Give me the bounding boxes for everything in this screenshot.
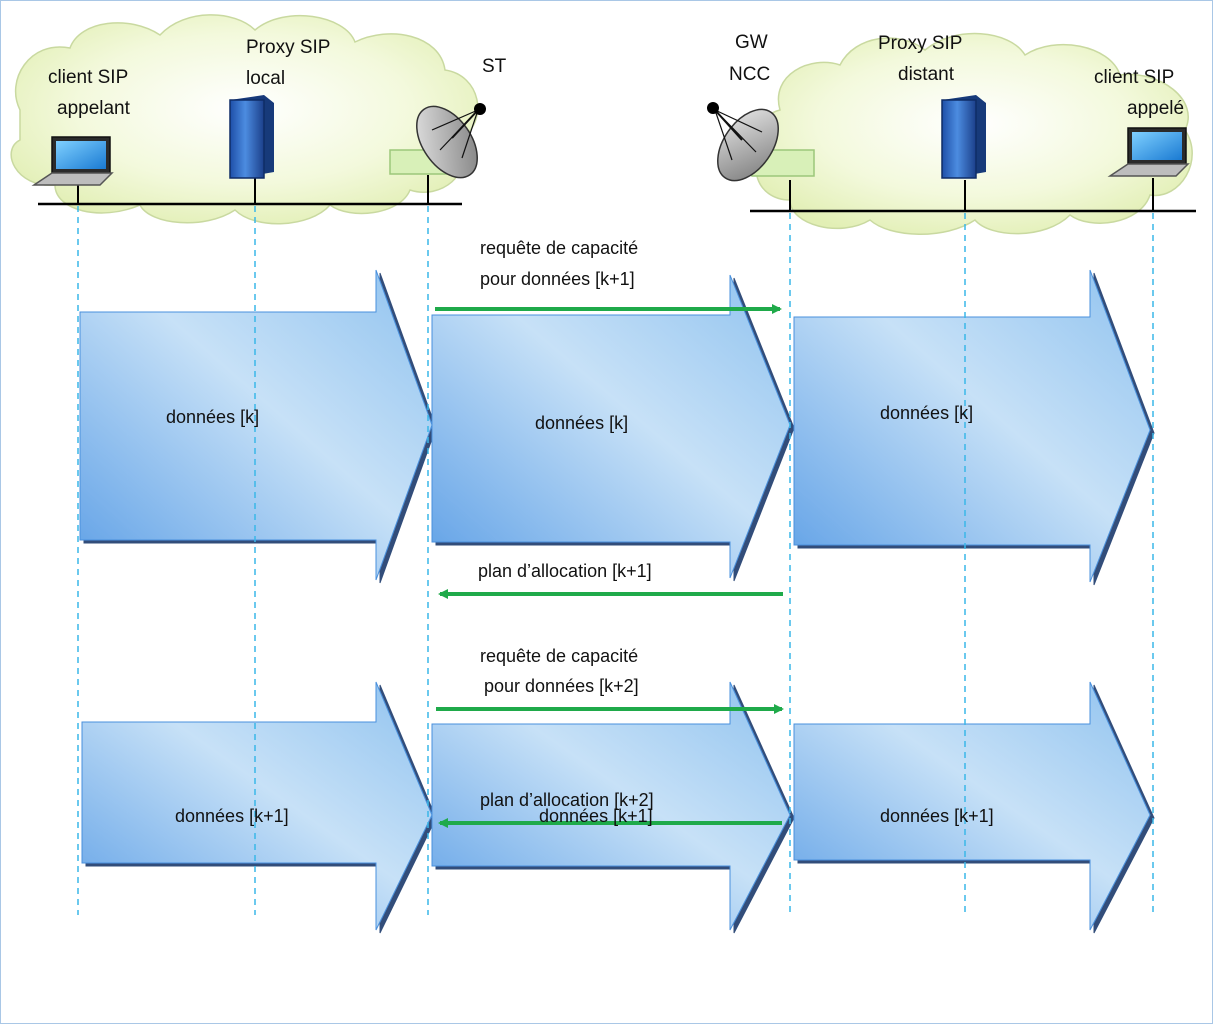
data-block-row2-right	[793, 681, 1151, 931]
plan2-label: plan d’allocation [k+2]	[480, 790, 654, 810]
callee-laptop-icon	[1107, 127, 1190, 177]
caller-label-line1: client SIP	[48, 67, 128, 88]
proxy-local-label-line2: local	[246, 68, 285, 89]
data-label-row1-mid: données [k]	[535, 413, 628, 433]
proxy-remote-label-line2: distant	[898, 64, 955, 85]
request1-label-line2: pour données [k+1]	[480, 269, 635, 289]
proxy-local-label-line1: Proxy SIP	[246, 37, 330, 58]
data-label-row1-right: données [k]	[880, 403, 973, 423]
callee-label-line2: appelé	[1127, 98, 1184, 119]
proxy-remote-label-line1: Proxy SIP	[878, 33, 962, 54]
request2-label-line2: pour données [k+2]	[484, 676, 639, 696]
caller-laptop-icon	[31, 136, 114, 186]
caller-label-line2: appelant	[57, 98, 131, 119]
local-proxy-server-icon	[229, 95, 274, 179]
st-satellite-dish-icon	[416, 103, 486, 179]
data-block-row2-mid	[431, 681, 791, 931]
data-label-row2-mid: données [k+1]	[539, 806, 653, 826]
gw-label-line2: NCC	[729, 64, 770, 85]
remote-proxy-server-icon	[941, 95, 986, 179]
data-block-row1-right	[793, 269, 1151, 583]
message-arrows	[435, 304, 784, 828]
data-block-row2-left	[81, 681, 433, 931]
plan1-label: plan d’allocation [k+1]	[478, 561, 652, 581]
data-block-row1-left	[79, 269, 433, 581]
data-label-row2-left: données [k+1]	[175, 806, 289, 826]
callee-label-line1: client SIP	[1094, 67, 1174, 88]
data-label-row1-left: données [k]	[166, 407, 259, 427]
request2-label-line1: requête de capacité	[480, 646, 638, 666]
bus-drops	[77, 175, 1154, 211]
lifelines	[77, 206, 1154, 915]
gw-satellite-dish-icon	[707, 102, 779, 182]
st-label: ST	[482, 56, 507, 77]
gw-label-line1: GW	[735, 32, 768, 53]
request1-label-line1: requête de capacité	[480, 238, 638, 258]
data-label-row2-right: données [k+1]	[880, 806, 994, 826]
data-arrows	[79, 269, 1151, 931]
